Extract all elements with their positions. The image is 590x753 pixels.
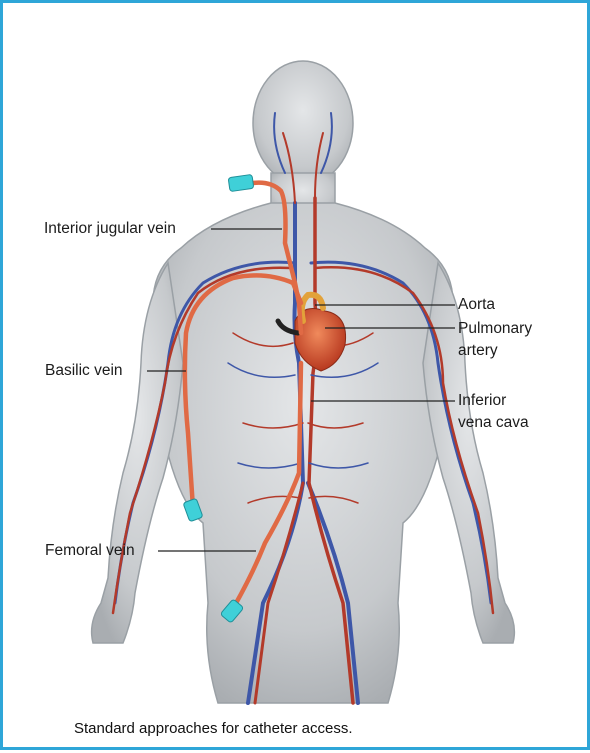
basilic-hub-icon	[183, 498, 203, 522]
label-pulmonary: Pulmonary	[458, 320, 533, 337]
label-femoral-vein: Femoral vein	[45, 542, 135, 559]
jugular-hub-icon	[228, 174, 254, 192]
femoral-hub-icon	[220, 599, 244, 623]
label-basilic-vein: Basilic vein	[45, 362, 123, 379]
body-silhouette	[90, 60, 516, 704]
femoral-catheter	[232, 360, 304, 608]
label-vena-cava: vena cava	[458, 414, 529, 431]
label-aorta: Aorta	[458, 296, 496, 313]
label-inferior: Inferior	[458, 392, 507, 409]
basilic-catheter	[182, 273, 304, 511]
heart	[275, 291, 347, 372]
jugular-catheter	[250, 180, 304, 336]
leader-lines	[147, 228, 455, 552]
figure-caption: Standard approaches for catheter access.	[74, 720, 353, 737]
anatomy-illustration	[90, 60, 516, 705]
catheters	[182, 180, 304, 608]
label-artery: artery	[458, 342, 498, 359]
catheter-hubs	[183, 174, 254, 623]
label-interior-jugular-vein: Interior jugular vein	[44, 220, 176, 237]
